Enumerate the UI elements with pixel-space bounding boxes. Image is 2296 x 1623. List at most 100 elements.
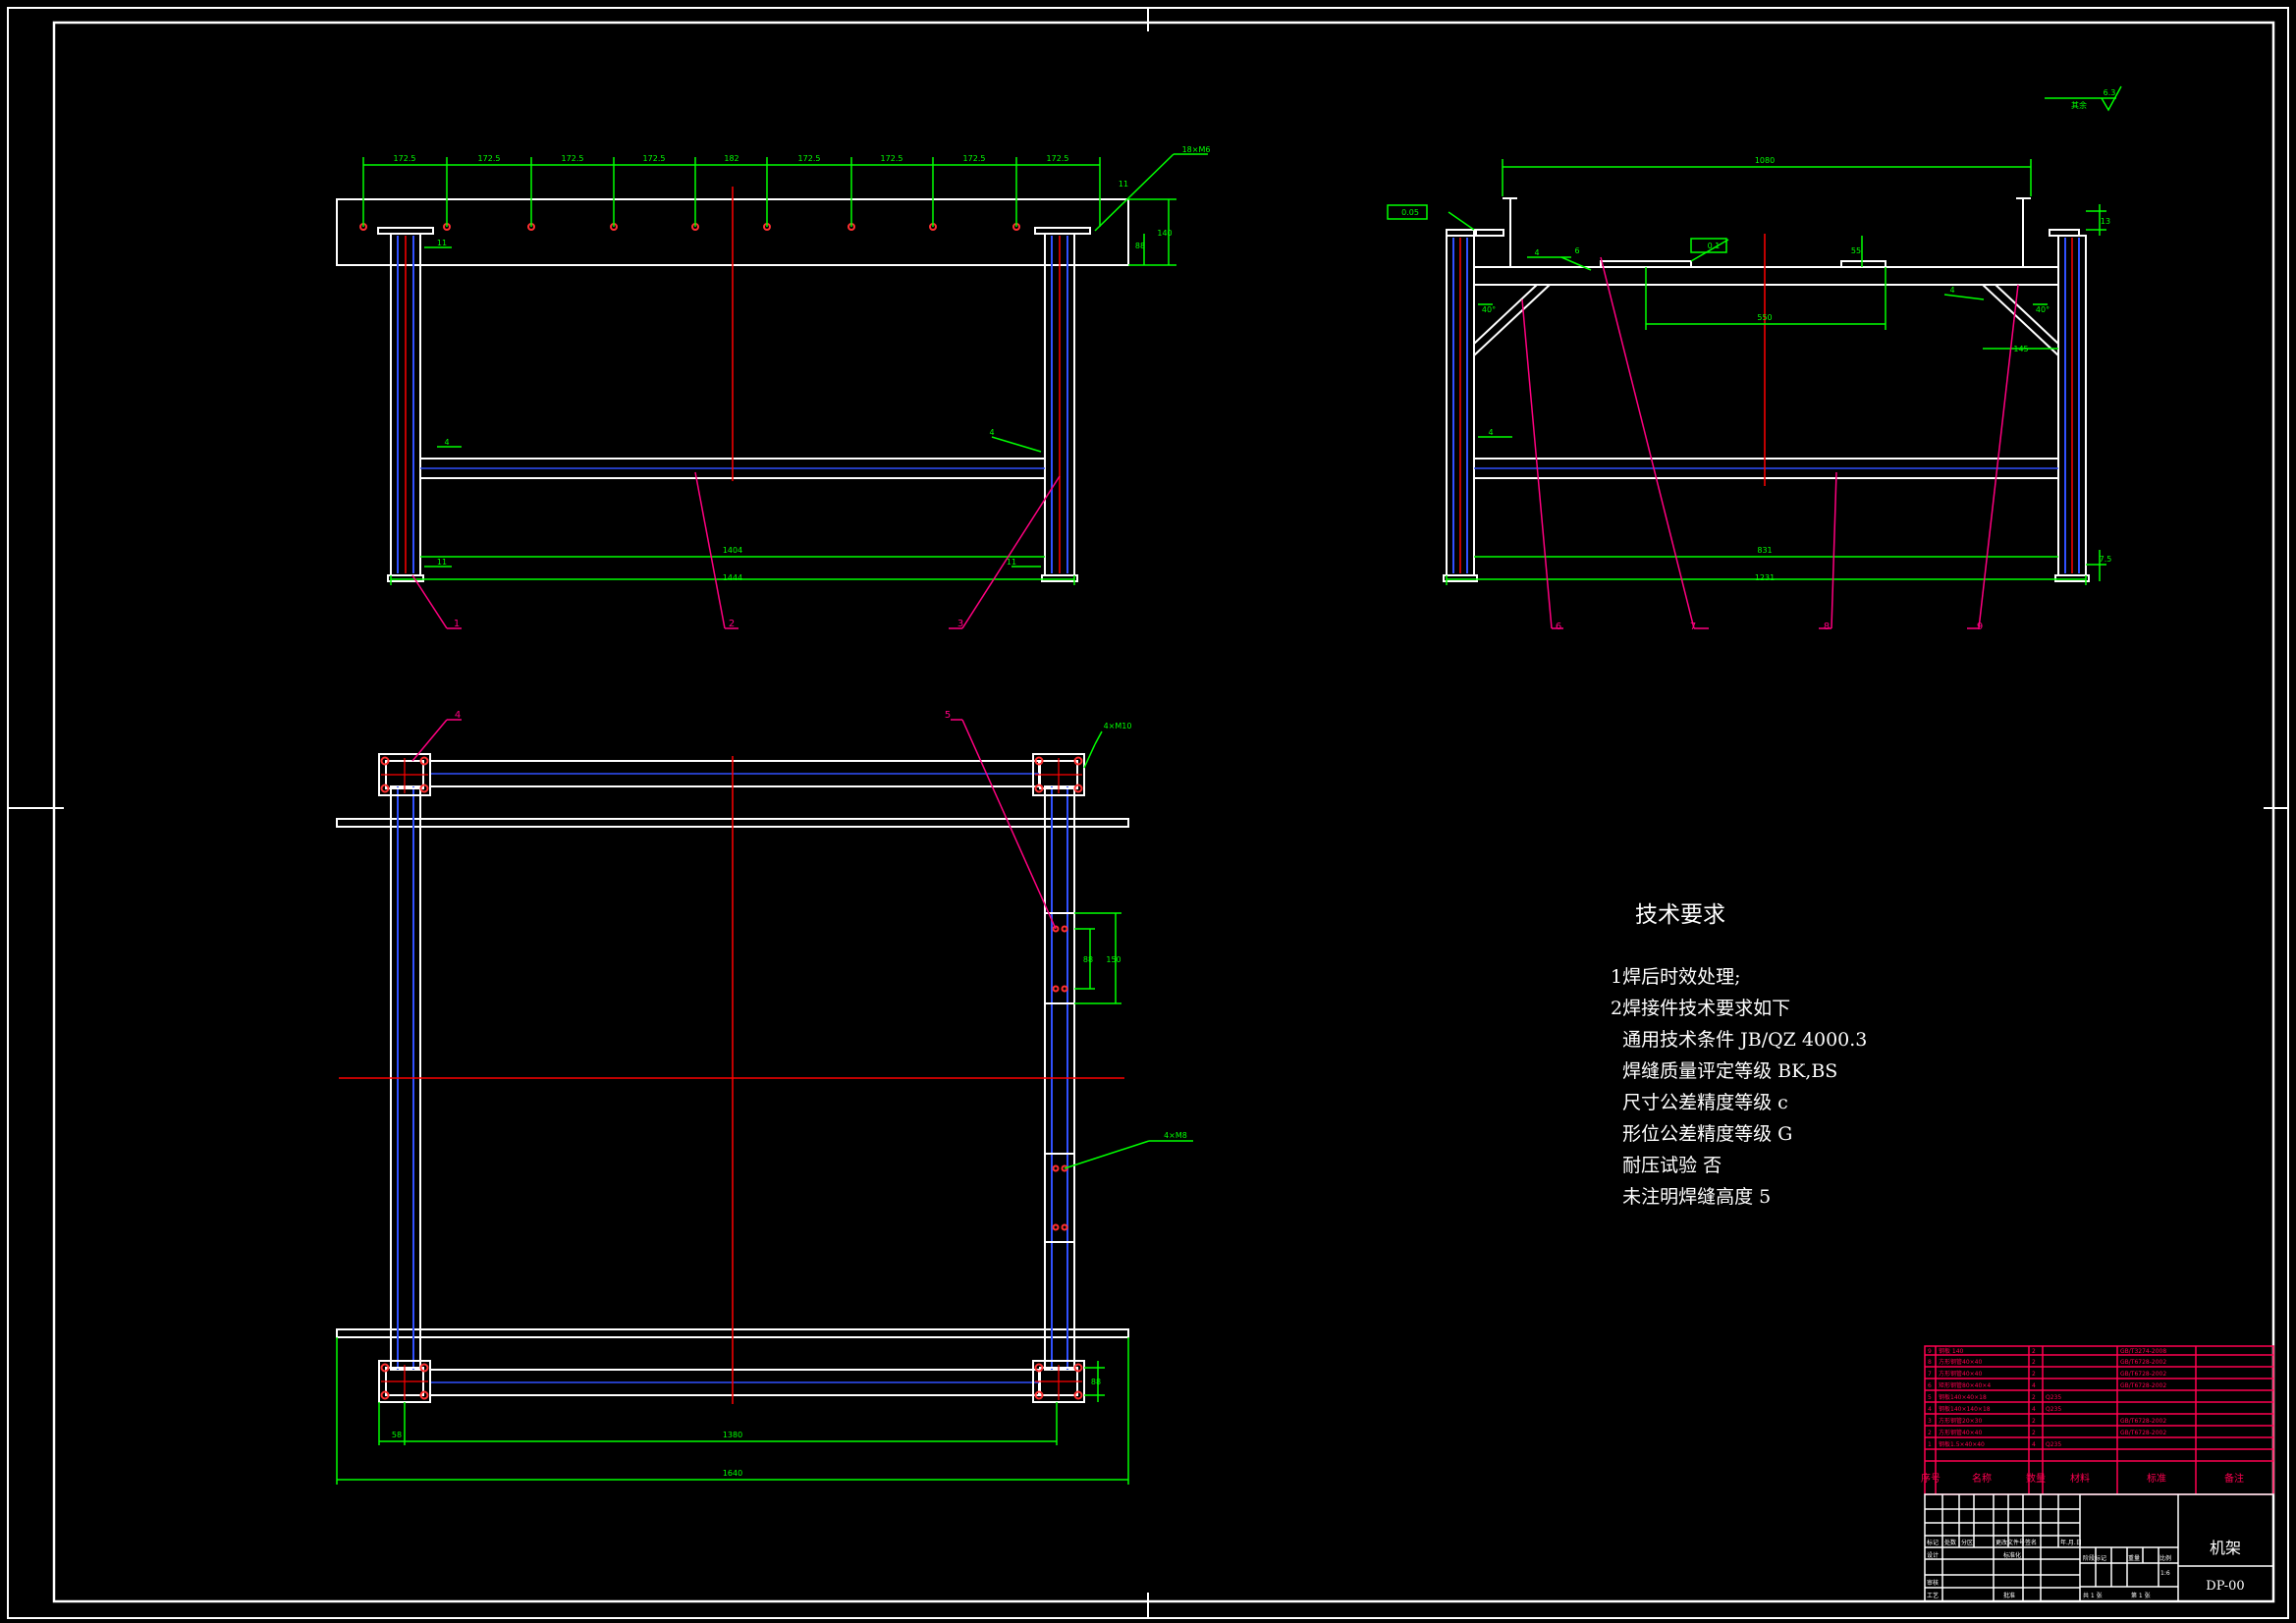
drawing-label: 1:6	[2160, 1570, 2170, 1577]
tech-requirement-item: 耐压试验 否	[1611, 1155, 1722, 1176]
drawing-label: 签名	[2025, 1539, 2037, 1546]
drawing-label: 钢板 140	[1939, 1347, 1964, 1355]
tolerance-left: 0.05	[1401, 208, 1419, 217]
bom-header-name: 名称	[1972, 1472, 1992, 1485]
balloon-5: 5	[945, 710, 951, 721]
front-view	[336, 153, 1208, 629]
weld-label: 11	[1007, 558, 1016, 567]
tech-requirement-item: 1焊后时效处理;	[1611, 966, 1741, 988]
tech-requirement-item: 通用技术条件 JB/QZ 4000.3	[1611, 1029, 1868, 1051]
drawing-label: 重量	[2128, 1554, 2140, 1562]
balloon-8: 8	[1824, 622, 1830, 632]
tech-requirement-item: 形位公差精度等级 G	[1611, 1123, 1793, 1145]
pitch-dim: 172.5	[1047, 154, 1069, 163]
drawing-label: 钢板140×140×18	[1939, 1405, 1991, 1413]
drawing-label: 方形钢管40×40	[1939, 1358, 1982, 1366]
balloon-3: 3	[957, 619, 963, 629]
angle-right: 40°	[2036, 305, 2050, 314]
weld-label: 4	[444, 438, 449, 447]
weld-label: 11	[437, 239, 447, 247]
dim-inner: 1380	[723, 1431, 742, 1439]
drawing-label: 9	[1928, 1348, 1932, 1355]
drawing-label: Q235	[2046, 1441, 2061, 1448]
drawing-number: DP-00	[2206, 1579, 2244, 1594]
pitch-dim: 182	[724, 154, 738, 163]
pitch-dim: 172.5	[798, 154, 821, 163]
drawing-label: 第 1 张	[2131, 1592, 2151, 1599]
pitch-dim: 172.5	[643, 154, 666, 163]
drawing-label: 3	[1928, 1418, 1932, 1425]
drawing-label: 钢板140×40×18	[1939, 1393, 1987, 1401]
drawing-label: 8	[1928, 1359, 1932, 1366]
tech-requirements-title: 技术要求	[1635, 902, 1725, 928]
bom-grid	[1924, 1345, 2274, 1495]
dim-top: 1080	[1755, 156, 1775, 165]
drawing-label: 7	[1928, 1371, 1932, 1378]
surface-note: 其余	[2071, 100, 2087, 110]
drawing-label: GB/T6728-2002	[2120, 1430, 2166, 1436]
drawing-label: 4	[2032, 1382, 2036, 1389]
drawing-label: GB/T3274-2008	[2120, 1348, 2166, 1355]
dim-slot-a: 88	[1083, 955, 1093, 964]
drawing-label: 2	[2032, 1394, 2036, 1401]
dim-inner: 1404	[723, 546, 742, 555]
dim-h2: 55	[1851, 246, 1861, 255]
drawing-label: 方形钢管20×30	[1939, 1417, 1982, 1425]
drawing-label: 2	[2032, 1359, 2036, 1366]
drawing-label: 5	[1928, 1394, 1932, 1401]
dim-height-b: 88	[1135, 242, 1145, 250]
drawing-label: 工艺	[1927, 1592, 1939, 1599]
balloon-1: 1	[454, 619, 460, 629]
tech-requirement-item: 未注明焊缝高度 5	[1611, 1186, 1772, 1208]
callout-4xm10: 4×M10	[1104, 722, 1132, 730]
dim-right: 88	[1091, 1378, 1101, 1386]
drawing-label: Q235	[2046, 1394, 2061, 1401]
drawing-label: 方形钢管40×40	[1939, 1429, 1982, 1436]
drawing-label: 分区	[1961, 1539, 1973, 1546]
tolerance-mid: 0.1	[1708, 242, 1721, 250]
title-block-grid	[1924, 1493, 2274, 1602]
surface-value: 6.3	[2104, 88, 2116, 97]
drawing-label: 阶段标记	[2083, 1554, 2106, 1562]
part-name: 机架	[2210, 1539, 2241, 1557]
tech-requirement-item: 2焊接件技术要求如下	[1611, 998, 1791, 1019]
drawing-label: 设计	[1927, 1551, 1939, 1559]
pitch-dim: 172.5	[478, 154, 501, 163]
drawing-label: 标准化	[2003, 1551, 2021, 1559]
drawing-label: 钢板1.5×40×40	[1939, 1440, 1985, 1448]
drawing-label: 4	[1928, 1406, 1932, 1413]
bom-header-material: 材料	[2070, 1472, 2090, 1485]
weld-label: 4	[1949, 286, 1954, 295]
drawing-label: 2	[2032, 1418, 2036, 1425]
dim-overall: 1444	[723, 573, 742, 582]
drawing-label: 方形钢管40×40	[1939, 1370, 1982, 1378]
drawing-frame	[52, 21, 2275, 1603]
drawing-label: 2	[1928, 1430, 1932, 1436]
dim-left-offset: 58	[392, 1431, 402, 1439]
dim-overall: 1231	[1755, 573, 1775, 582]
drawing-label: 处数	[1944, 1539, 1956, 1546]
weld-label: 6	[1574, 246, 1579, 255]
plan-view	[336, 719, 1193, 1485]
balloon-7: 7	[1690, 622, 1696, 632]
drawing-label: 更改文件号	[1995, 1539, 2025, 1546]
balloon-9: 9	[1977, 622, 1983, 632]
dim-right: 145	[2013, 345, 2028, 353]
dim-mid: 550	[1757, 313, 1772, 322]
drawing-label: 2	[2032, 1430, 2036, 1436]
bom-header-remark: 备注	[2224, 1472, 2244, 1485]
drawing-label: 2	[2032, 1348, 2036, 1355]
pitch-dim: 172.5	[394, 154, 416, 163]
weld-label: 4	[1534, 248, 1539, 257]
drawing-label: Q235	[2046, 1406, 2061, 1413]
bom-header-no: 序号	[1921, 1472, 1941, 1485]
callout-4xm8: 4×M8	[1164, 1131, 1187, 1140]
drawing-label: 矩形钢管80×40×4	[1939, 1381, 1991, 1389]
drawing-label: 6	[1928, 1382, 1932, 1389]
weld-label: 4	[1488, 428, 1493, 437]
drawing-label: GB/T6728-2002	[2120, 1359, 2166, 1366]
pitch-dim: 172.5	[963, 154, 986, 163]
drawing-label: 年.月.日	[2060, 1539, 2082, 1546]
drawing-label: 2	[2032, 1371, 2036, 1378]
